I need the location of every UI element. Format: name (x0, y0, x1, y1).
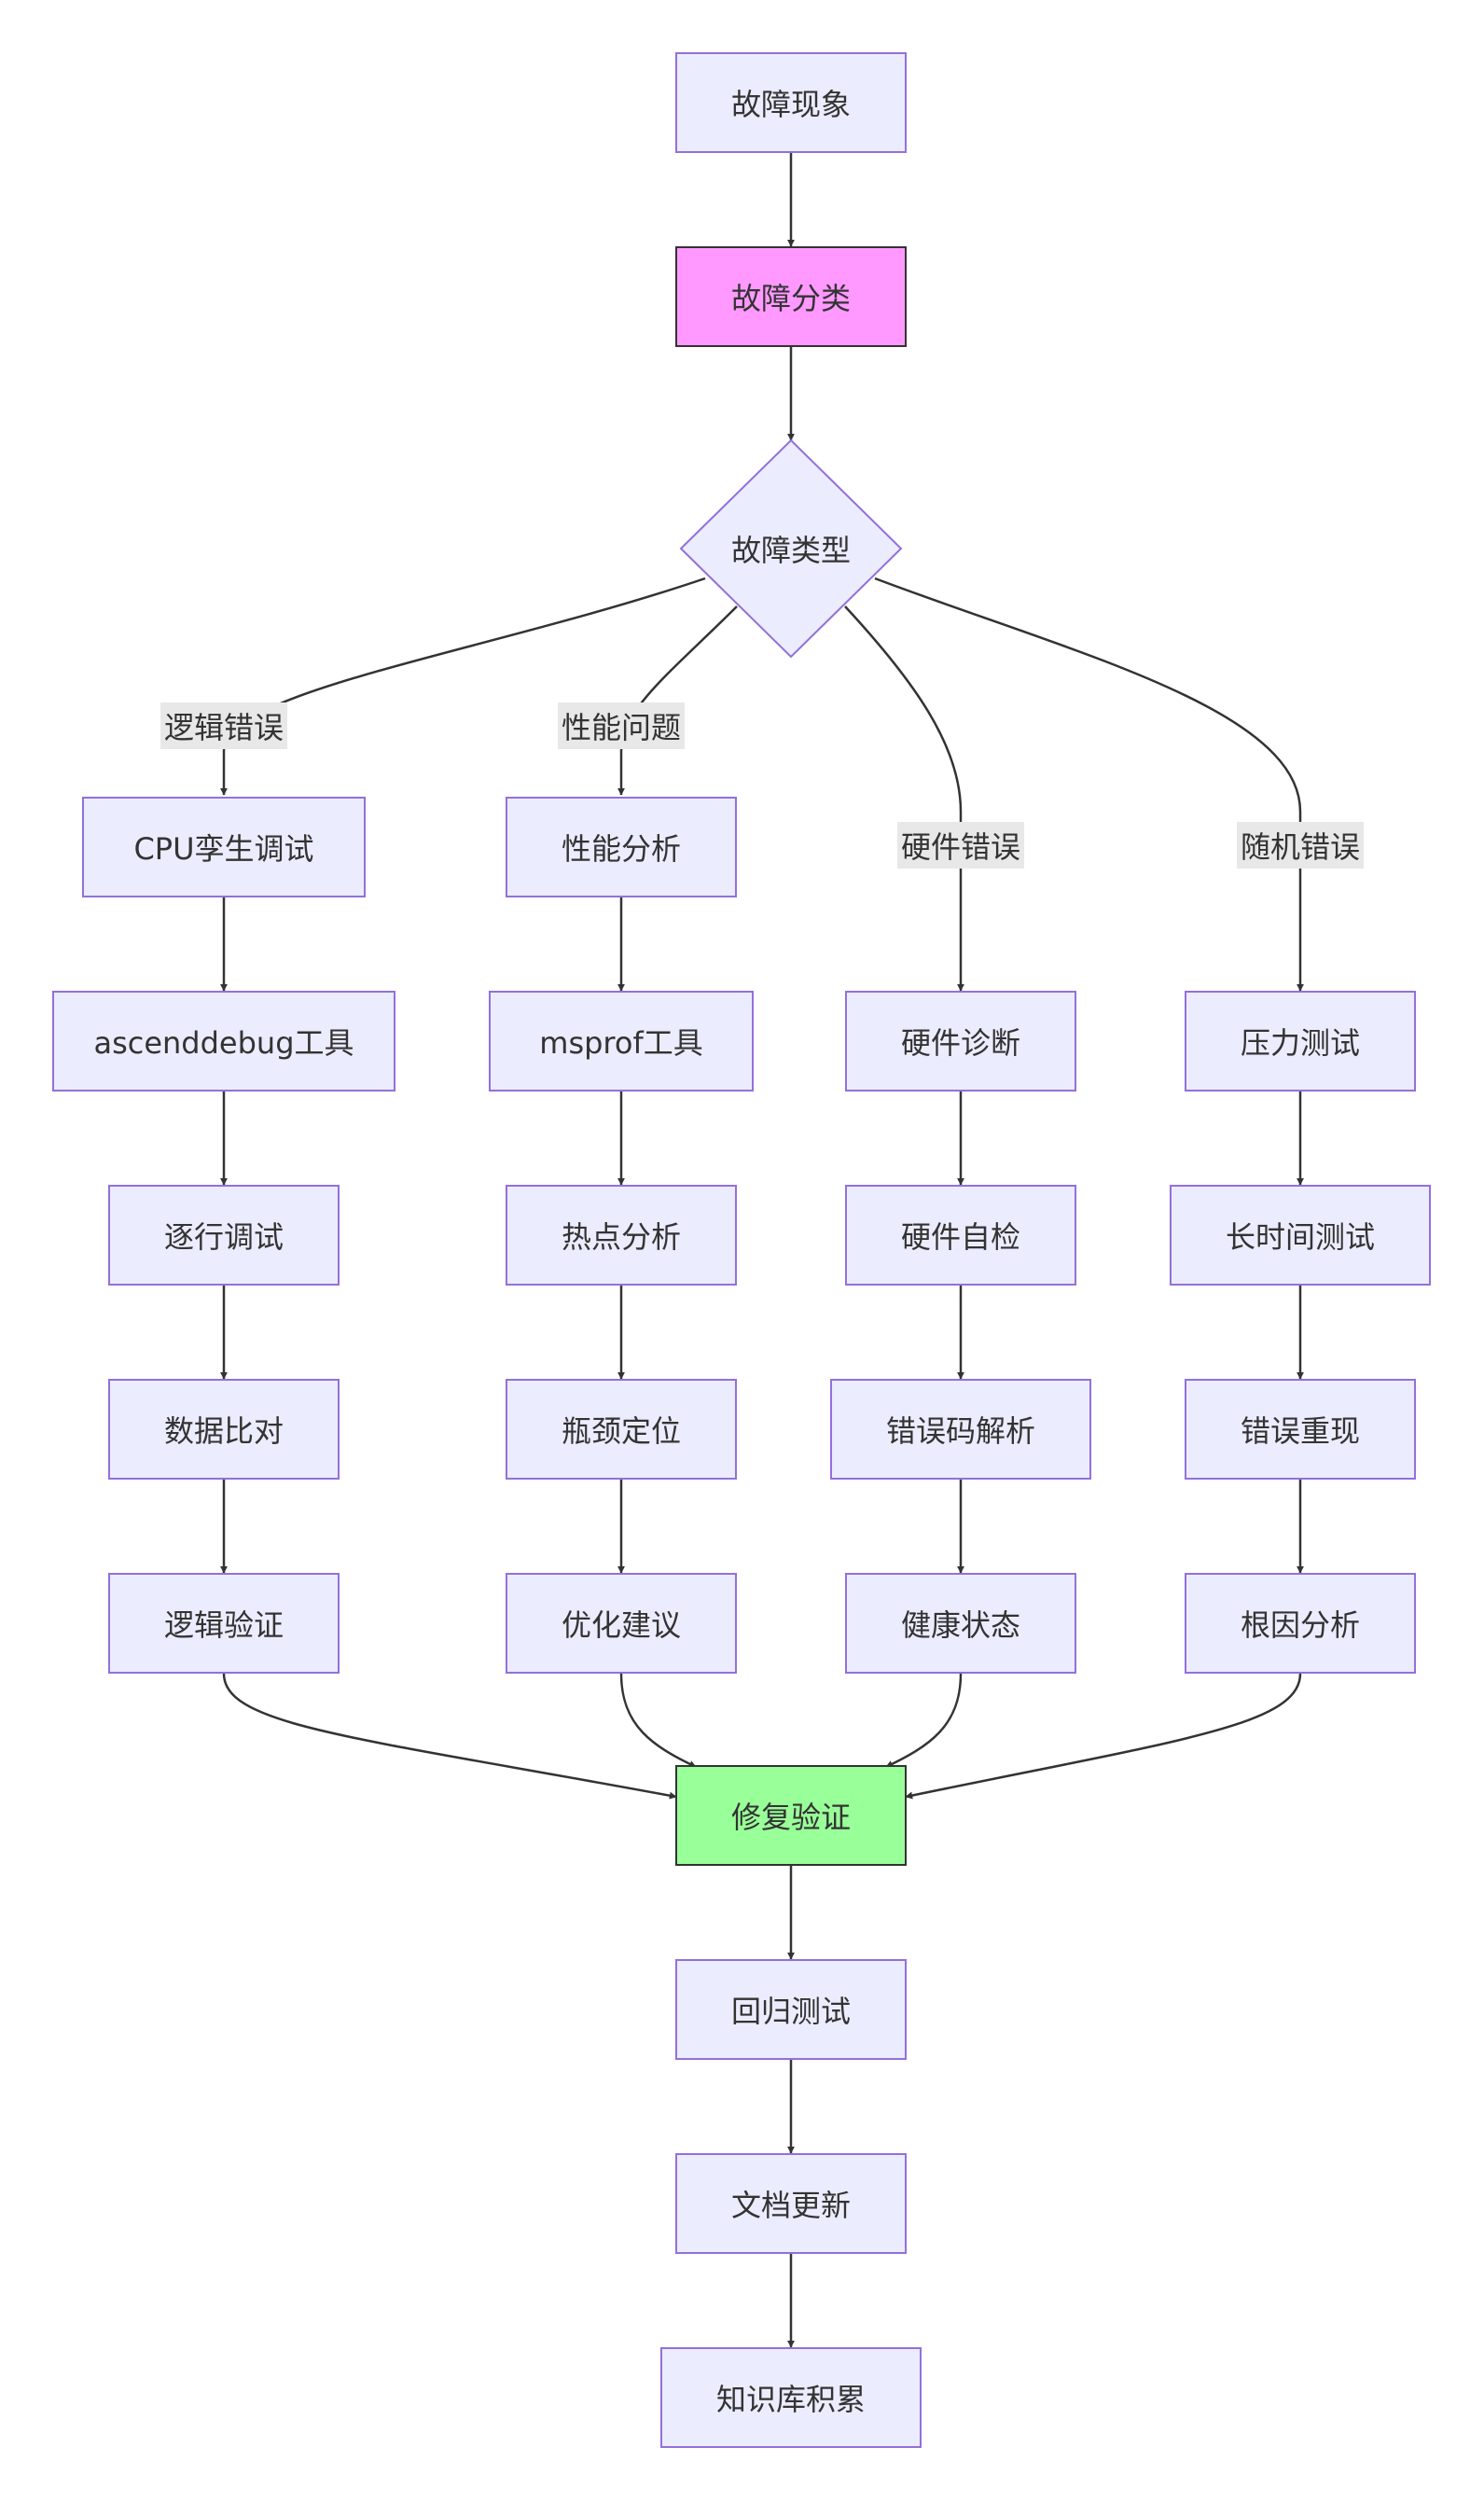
edge-label-random-error: 随机错误 (1236, 822, 1365, 869)
node-doc-update: 文档更新 (675, 2153, 907, 2254)
node-data-compare: 数据比对 (108, 1379, 340, 1480)
node-root-cause-analysis: 根因分析 (1185, 1573, 1416, 1674)
node-bottleneck-locate: 瓶颈定位 (506, 1379, 737, 1480)
node-regression-test: 回归测试 (675, 1959, 907, 2060)
node-error-reproduce: 错误重现 (1185, 1379, 1416, 1480)
node-fault-symptom: 故障现象 (675, 52, 907, 153)
node-health-status: 健康状态 (845, 1573, 1076, 1674)
edge-a5-verify (222, 1673, 677, 1800)
node-hardware-diagnosis: 硬件诊断 (845, 991, 1076, 1092)
edge-label-hardware-error: 硬件错误 (896, 822, 1025, 869)
node-stress-test: 压力测试 (1185, 991, 1416, 1092)
edge-type-to-hw (844, 605, 964, 992)
node-cpu-twin-debug: CPU孪生调试 (82, 797, 366, 897)
node-logic-verify: 逻辑验证 (108, 1573, 340, 1674)
edge-label-logic-error: 逻辑错误 (159, 702, 288, 749)
node-line-debug: 逐行调试 (108, 1185, 340, 1286)
node-error-code-parse: 错误码解析 (830, 1379, 1091, 1480)
node-hotspot-analysis: 热点分析 (506, 1185, 737, 1286)
edge-type-to-perf (617, 605, 738, 796)
node-fix-verify: 修复验证 (675, 1765, 907, 1866)
edge-type-to-random (874, 577, 1304, 992)
fault-type-diamond (679, 438, 903, 659)
edge-b5-verify (619, 1673, 697, 1769)
node-hardware-selfcheck: 硬件自检 (845, 1185, 1076, 1286)
node-optimization-advice: 优化建议 (506, 1573, 737, 1674)
edge-type-to-logic (220, 577, 706, 796)
node-performance-analysis: 性能分析 (506, 797, 737, 897)
node-knowledge-base: 知识库积累 (660, 2347, 922, 2448)
edge-label-performance: 性能问题 (557, 702, 686, 749)
edge-d4-verify (905, 1673, 1302, 1800)
node-fault-classify: 故障分类 (675, 246, 907, 347)
fault-type-label: 故障类型 (730, 533, 852, 568)
edge-c4-verify (885, 1673, 963, 1769)
node-ascenddebug-tool: ascenddebug工具 (52, 991, 395, 1092)
node-long-duration-test: 长时间测试 (1170, 1185, 1431, 1286)
node-msprof-tool: msprof工具 (489, 991, 754, 1092)
